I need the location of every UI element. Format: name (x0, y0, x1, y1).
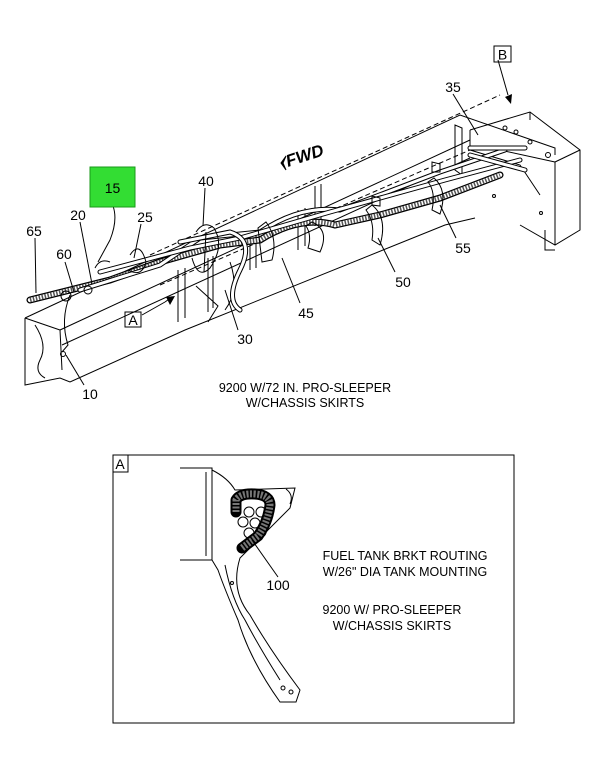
callout-25[interactable]: 25 (137, 209, 153, 225)
callout-50[interactable]: 50 (395, 274, 411, 290)
main-caption-line1: 9200 W/72 IN. PRO-SLEEPER (219, 381, 391, 395)
callout-15[interactable]: 15 (105, 180, 121, 196)
view-a-ref[interactable]: A (128, 312, 138, 328)
callout-65[interactable]: 65 (26, 223, 42, 239)
cables (60, 145, 528, 357)
callout-60[interactable]: 60 (56, 246, 72, 262)
fwd-indicator: FWD (280, 141, 326, 171)
main-view: 15 20 25 65 60 10 40 30 45 50 55 35 FWD … (24, 45, 581, 410)
view-b-ref-box (493, 45, 512, 63)
callout-30[interactable]: 30 (237, 331, 253, 347)
detail-caption-line1: 9200 W/ PRO-SLEEPER (323, 603, 462, 617)
fwd-label: FWD (283, 141, 326, 171)
callout-55[interactable]: 55 (455, 240, 471, 256)
callout-15-highlight[interactable] (89, 166, 136, 208)
callout-20[interactable]: 20 (70, 207, 86, 223)
detail-label: A (115, 456, 125, 472)
leader-lines (34, 59, 512, 386)
main-caption-line2: W/CHASSIS SKIRTS (246, 396, 365, 410)
detail-caption-line2: W/CHASSIS SKIRTS (333, 619, 452, 633)
callout-45[interactable]: 45 (298, 305, 314, 321)
detail-frame (112, 454, 515, 724)
detail-callout-100[interactable]: 100 (266, 577, 290, 593)
rear-bracket-box (454, 111, 581, 251)
frame-rail (24, 94, 556, 386)
detail-note-line1: FUEL TANK BRKT ROUTING (323, 549, 488, 563)
view-b-ref[interactable]: B (498, 47, 507, 63)
fuel-tank-bracket (180, 467, 301, 703)
callout-10[interactable]: 10 (82, 386, 98, 402)
detail-note-line2: W/26" DIA TANK MOUNTING (323, 565, 487, 579)
callout-35[interactable]: 35 (445, 79, 461, 95)
detail-view-a: A 100 FUEL TANK BRKT ROUTING W/26" DIA T… (112, 454, 515, 724)
view-a-ref-box (124, 311, 142, 328)
callout-40[interactable]: 40 (198, 173, 214, 189)
